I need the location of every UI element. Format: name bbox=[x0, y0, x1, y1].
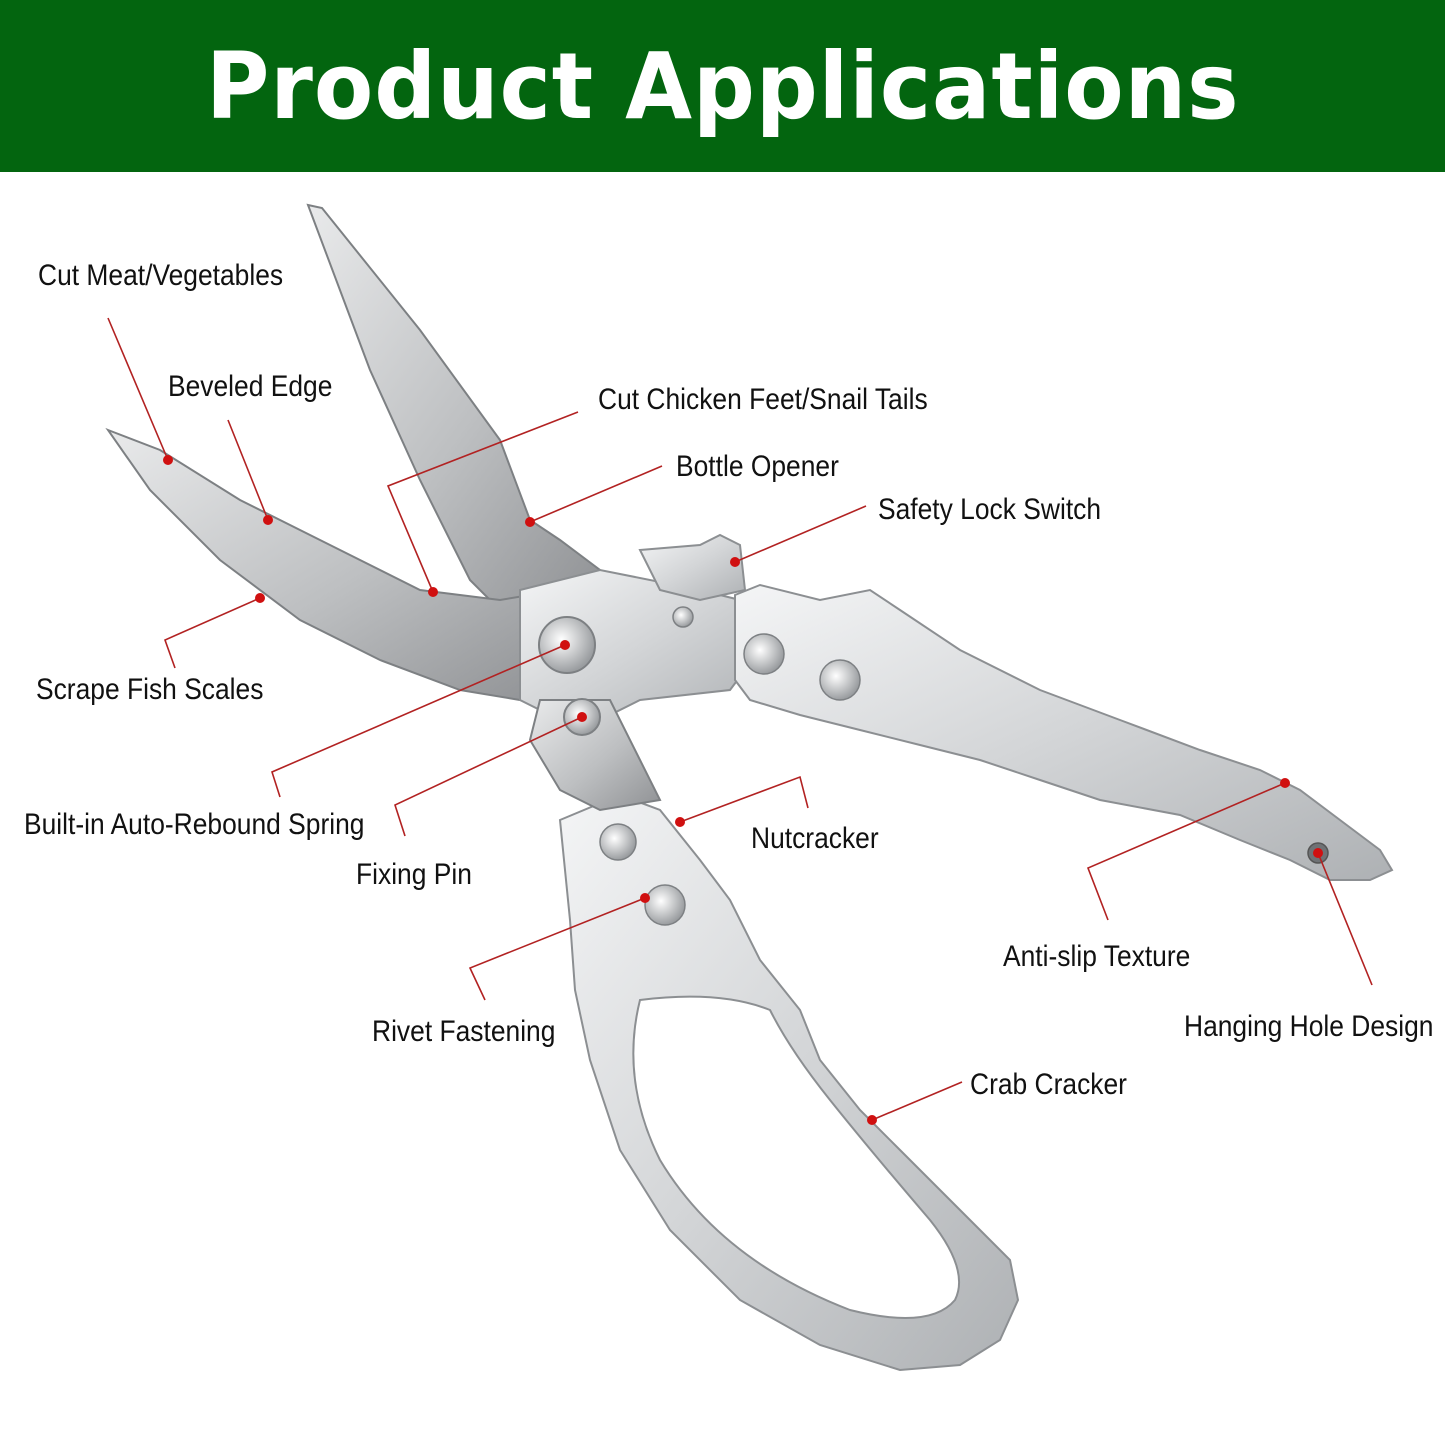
lower-jaw bbox=[528, 699, 662, 812]
callout-auto-rebound-spring: Built-in Auto-Rebound Spring bbox=[24, 808, 365, 841]
callout-nutcracker: Nutcracker bbox=[751, 822, 879, 855]
callout-fixing-pin: Fixing Pin bbox=[356, 858, 472, 891]
callout-bottle-opener: Bottle Opener bbox=[676, 450, 839, 483]
callout-dots bbox=[163, 455, 1323, 1125]
callout-cut-chicken-feet: Cut Chicken Feet/Snail Tails bbox=[598, 383, 928, 416]
upper-handle bbox=[734, 583, 1394, 881]
callout-crab-cracker: Crab Cracker bbox=[970, 1068, 1127, 1101]
safety-lock bbox=[638, 533, 747, 602]
callout-rivet-fastening: Rivet Fastening bbox=[372, 1015, 556, 1048]
lower-handle bbox=[558, 793, 1020, 1372]
callout-cut-meat-vegetables: Cut Meat/Vegetables bbox=[38, 259, 284, 292]
handle-rivet-4 bbox=[644, 884, 686, 926]
callout-hanging-hole-design: Hanging Hole Design bbox=[1184, 1010, 1434, 1043]
page-title: Product Applications bbox=[205, 32, 1240, 140]
leader-lines bbox=[107, 317, 1373, 1121]
handle-rivet-2 bbox=[819, 659, 861, 701]
handle-rivet-1 bbox=[743, 633, 785, 675]
lock-pin bbox=[672, 606, 694, 628]
callout-beveled-edge: Beveled Edge bbox=[168, 370, 333, 403]
header-banner: Product Applications bbox=[0, 0, 1445, 172]
top-blade bbox=[306, 203, 602, 612]
handle-rivet-3 bbox=[599, 823, 637, 861]
callout-scrape-fish-scales: Scrape Fish Scales bbox=[36, 673, 264, 706]
callout-anti-slip-texture: Anti-slip Texture bbox=[1003, 940, 1191, 973]
callout-safety-lock-switch: Safety Lock Switch bbox=[878, 493, 1102, 526]
